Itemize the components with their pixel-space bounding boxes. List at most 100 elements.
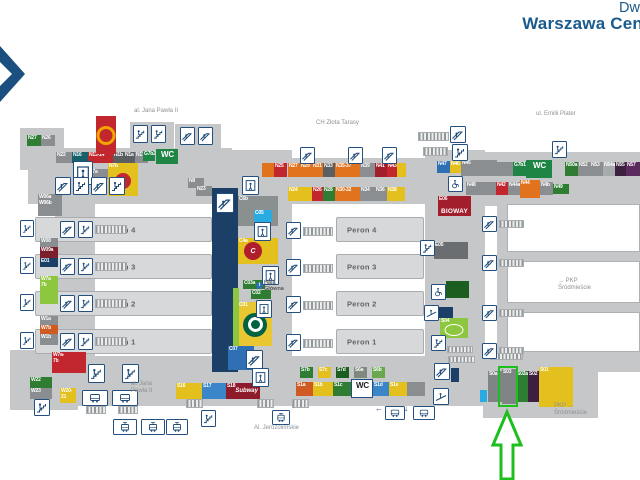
shop-box-N38: N38 bbox=[387, 187, 405, 201]
shop-code: W7b bbox=[41, 325, 51, 331]
shop-box-N27: N27 bbox=[288, 163, 300, 177]
stairs-hatch bbox=[499, 259, 524, 267]
elevator-icon bbox=[256, 300, 272, 318]
shop-box-S7c: S7c bbox=[318, 367, 331, 378]
shop-box-W1b: W1b bbox=[40, 334, 58, 345]
shop-box-S02: S02 bbox=[528, 371, 539, 402]
shop-box-WC: WC bbox=[351, 379, 373, 398]
shop-box-N26: N26 bbox=[312, 187, 323, 201]
shop-code: N31 bbox=[313, 163, 322, 169]
direction-label: → PKP Śródmieście bbox=[558, 278, 592, 291]
stairs-icon bbox=[88, 364, 105, 383]
stairs-hatch bbox=[303, 339, 333, 348]
shop-box-N55: N55 bbox=[615, 162, 626, 176]
shop-box-C03a: C03a bbox=[243, 280, 265, 289]
shop-code: N30-32 bbox=[336, 187, 352, 193]
shop-code: N42 bbox=[497, 182, 506, 188]
stairs-hatch bbox=[118, 406, 138, 414]
shop-code: N13-14 bbox=[89, 152, 105, 158]
shop-box-N43: N43 bbox=[387, 163, 397, 177]
stairs-icon bbox=[109, 177, 125, 195]
shop-code: S1c bbox=[334, 382, 343, 388]
shop-code: E05 bbox=[435, 242, 444, 248]
shop-box-N44: N44 bbox=[520, 180, 540, 198]
shop-code: N52 bbox=[579, 162, 588, 168]
street-label: al. Jana Pawła II bbox=[131, 381, 153, 394]
platform-strip: Peron 1 bbox=[336, 329, 424, 354]
shop-code: N48 bbox=[467, 182, 476, 188]
shop-code: WC bbox=[356, 381, 369, 390]
shop-box-N23: N23 bbox=[196, 186, 212, 196]
shop-code: S01 bbox=[540, 367, 549, 373]
shop-box-N39: N39 bbox=[360, 163, 375, 177]
escalator-icon bbox=[60, 295, 75, 312]
stairs-hatch bbox=[447, 346, 473, 353]
map-block bbox=[480, 390, 487, 402]
escalator-icon bbox=[482, 305, 497, 321]
shop-code: S6a bbox=[355, 367, 364, 373]
escalator-icon bbox=[198, 127, 213, 145]
elevator-icon bbox=[262, 266, 279, 285]
stairs-icon bbox=[201, 410, 216, 427]
shop-code: C07 bbox=[229, 346, 238, 352]
shop-box-W08: W08 bbox=[40, 238, 58, 247]
map-block bbox=[233, 288, 239, 346]
shop-code: N26 bbox=[313, 187, 322, 193]
street-label: CH Złota Tarasy bbox=[316, 120, 359, 126]
escalator-icon bbox=[180, 127, 195, 145]
shop-box-N1b: N1b bbox=[113, 152, 124, 163]
shop-code: G7b1 bbox=[514, 162, 526, 168]
escalator-icon bbox=[348, 147, 363, 164]
stairs-icon bbox=[420, 240, 435, 256]
shop-code: N17 bbox=[136, 152, 145, 158]
map-block bbox=[96, 116, 116, 154]
stairs-icon bbox=[431, 335, 446, 351]
shop-code: W22 bbox=[31, 377, 41, 383]
escalator-icon bbox=[482, 216, 497, 232]
escalator-icon bbox=[450, 126, 466, 143]
map-block bbox=[439, 307, 453, 318]
bus-icon bbox=[82, 390, 108, 406]
street-label: al. Jana Pawła II bbox=[134, 108, 179, 114]
stairs-icon bbox=[133, 125, 148, 143]
shop-code: N23 bbox=[197, 186, 206, 192]
shop-box-W06aW06b: W06a W06b bbox=[38, 194, 62, 216]
shop-box-N57: N57 bbox=[626, 162, 640, 176]
shop-box-N46: N46 bbox=[450, 161, 461, 173]
escalator-icon bbox=[60, 258, 75, 275]
shop-code: W23 bbox=[31, 388, 41, 394]
stairs-hatch bbox=[499, 220, 524, 228]
page-title-line1: Dw bbox=[619, 0, 640, 16]
shop-code: S16 bbox=[177, 383, 186, 389]
shop-code: N4b bbox=[541, 182, 550, 188]
shop-code: C4a bbox=[239, 238, 248, 244]
shop-code: S7d bbox=[337, 367, 346, 373]
street-label: Al. Jerozolimskie bbox=[254, 425, 300, 431]
shop-code: N9 bbox=[189, 178, 195, 184]
direction-arrow: ← bbox=[375, 404, 383, 413]
shop-box-N25: N25 bbox=[274, 163, 287, 177]
shop-code: E06 bbox=[439, 196, 448, 202]
elevator-icon bbox=[254, 222, 271, 241]
wheelchair-icon bbox=[431, 284, 446, 300]
shop-code: W7a 7b bbox=[41, 276, 51, 288]
shop-box-N13-14: N13-14 bbox=[88, 152, 113, 163]
shop-code: N34 bbox=[361, 187, 370, 193]
shop-code: N25 bbox=[275, 163, 284, 169]
shop-box-N4b: N4b bbox=[540, 182, 553, 195]
shop-code: N26 bbox=[42, 135, 51, 141]
shop-code: N55 bbox=[616, 162, 625, 168]
tram-icon bbox=[113, 419, 137, 435]
hall-label: Hala Główna bbox=[264, 280, 284, 293]
escalator-icon bbox=[482, 255, 497, 271]
shop-box-S03: S03 bbox=[502, 369, 516, 404]
shop-code: W06a W06b bbox=[39, 194, 52, 206]
shop-code: N38 bbox=[388, 187, 397, 193]
shop-code: N27 bbox=[28, 135, 37, 141]
costa-logo-icon: C bbox=[244, 242, 262, 260]
shop-code: N45 bbox=[462, 160, 471, 166]
ramp-icon bbox=[433, 388, 449, 405]
shop-code: WC bbox=[533, 161, 546, 170]
shop-code: N49 bbox=[554, 184, 563, 190]
